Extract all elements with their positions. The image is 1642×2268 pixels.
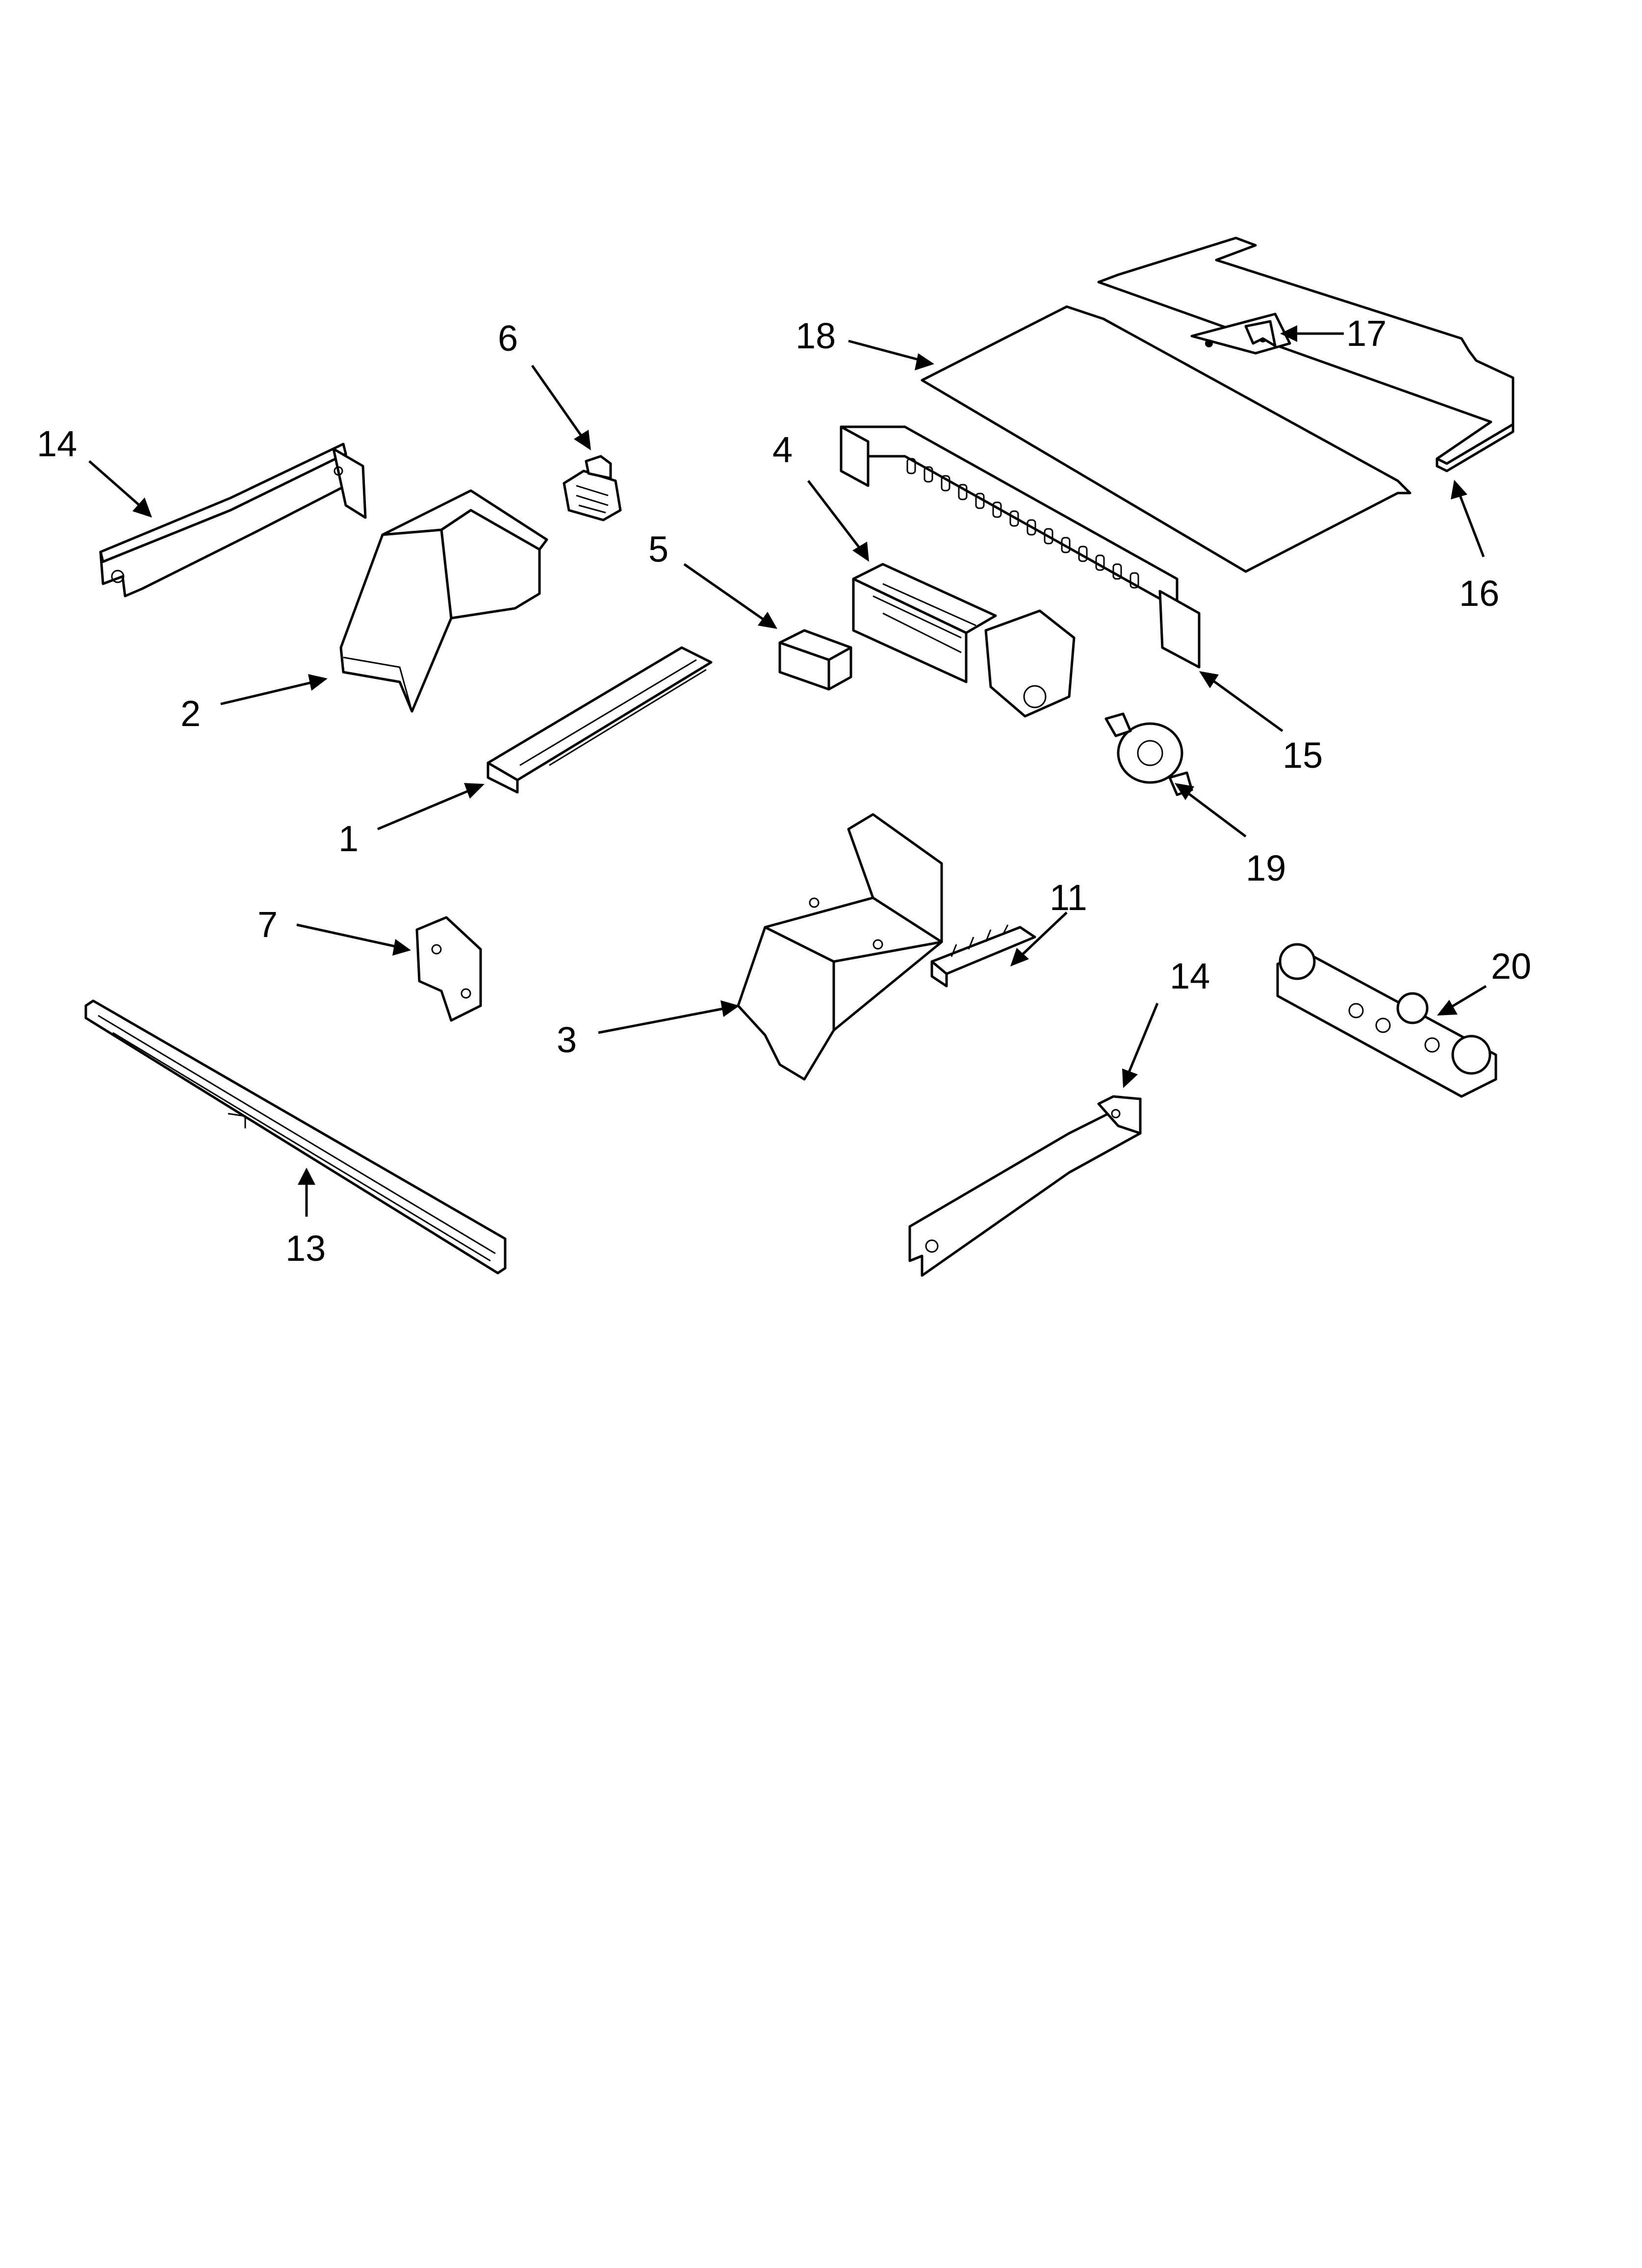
part-17-clip — [1244, 320, 1277, 347]
part-19-thermostat — [1104, 712, 1193, 796]
part-13-rail — [84, 999, 507, 1275]
part-6-component — [563, 455, 622, 521]
part-7-bracket — [415, 916, 482, 1022]
part-14-left-bracket — [99, 443, 367, 598]
callout-14-lower: 14 — [1170, 956, 1210, 996]
callout-19: 19 — [1246, 848, 1286, 888]
part-15-vent-rail — [840, 425, 1201, 669]
callout-11: 11 — [1050, 877, 1087, 918]
callout-4: 4 — [772, 429, 793, 470]
callout-15: 15 — [1283, 735, 1323, 776]
callout-1: 1 — [338, 818, 359, 859]
part-3-shroud — [737, 813, 943, 1081]
callout-17: 17 — [1346, 313, 1386, 354]
callout-7: 7 — [257, 904, 278, 945]
part-16-cover — [1097, 236, 1514, 472]
vent-holes — [906, 458, 1139, 589]
part-11-terminal-block — [930, 924, 1036, 988]
callout-14-upper: 14 — [37, 423, 77, 464]
part-2-duct — [339, 489, 548, 713]
callout-labels: 1 2 3 4 5 6 7 11 13 14 14 15 16 17 18 19… — [37, 313, 1531, 1269]
part-1-channel — [487, 646, 713, 794]
leader-lines — [88, 325, 1487, 1217]
callout-13: 13 — [285, 1228, 326, 1269]
callout-3: 3 — [557, 1019, 577, 1060]
callout-6: 6 — [498, 318, 518, 359]
callout-2: 2 — [180, 693, 201, 734]
part-5-block — [778, 629, 852, 691]
callout-18: 18 — [795, 315, 836, 356]
part-20-plate — [1276, 943, 1497, 1098]
callout-16: 16 — [1459, 573, 1499, 614]
part-4-control-assembly — [852, 563, 1076, 718]
callout-5: 5 — [648, 529, 668, 570]
callout-20: 20 — [1491, 946, 1531, 987]
part-14-right-bracket — [908, 1095, 1142, 1277]
